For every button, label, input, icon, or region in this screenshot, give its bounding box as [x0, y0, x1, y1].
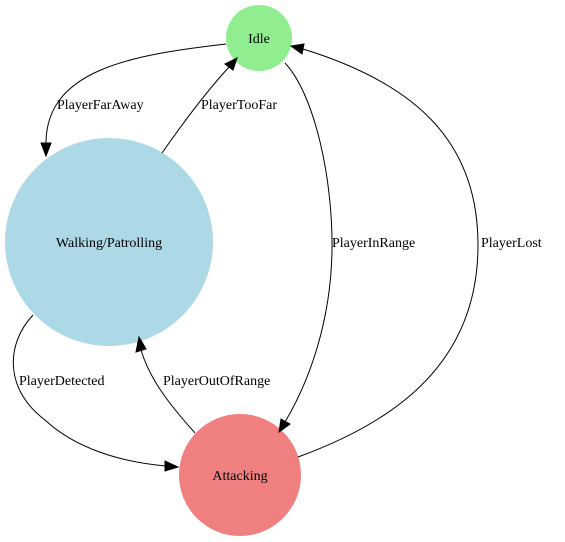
arrowhead-player-too-far	[224, 57, 238, 71]
edge-player-detected	[12, 314, 167, 467]
arrowhead-player-out-of-range	[135, 335, 147, 353]
edge-player-too-far	[161, 66, 230, 154]
state-attacking-node	[179, 414, 301, 536]
state-idle: Idle	[226, 5, 292, 71]
transition-player-detected: PlayerDetected	[12, 314, 180, 472]
state-walking-label: Walking/Patrolling	[56, 236, 162, 251]
edge-label-player-out-of-range: PlayerOutOfRange	[163, 374, 270, 389]
edge-label-player-detected: PlayerDetected	[19, 374, 105, 389]
edge-player-in-range	[284, 62, 333, 423]
state-attacking-label: Attacking	[212, 469, 267, 484]
transition-player-in-range: PlayerInRange	[278, 62, 415, 434]
state-walking-patrolling: Walking/Patrolling	[5, 138, 213, 346]
transition-player-out-of-range: PlayerOutOfRange	[135, 335, 270, 434]
edge-player-out-of-range	[140, 349, 196, 434]
state-walking-node	[5, 138, 213, 346]
state-attacking: Attacking	[179, 414, 301, 536]
edge-player-far-away	[45, 43, 227, 146]
edge-label-player-in-range: PlayerInRange	[332, 236, 415, 251]
transition-player-far-away: PlayerFarAway	[40, 43, 227, 158]
edge-label-player-too-far: PlayerTooFar	[201, 98, 277, 113]
arrowhead-player-in-range	[278, 418, 291, 434]
state-idle-label: Idle	[248, 32, 270, 47]
state-idle-node	[226, 5, 292, 71]
edge-player-lost	[297, 48, 479, 458]
edge-label-player-far-away: PlayerFarAway	[57, 98, 144, 113]
arrowhead-player-detected	[164, 460, 180, 472]
arrowhead-player-far-away	[40, 142, 52, 158]
transition-player-too-far: PlayerTooFar	[161, 57, 277, 154]
arrowhead-player-lost	[289, 43, 305, 55]
transition-player-lost: PlayerLost	[289, 43, 542, 458]
edge-label-player-lost: PlayerLost	[481, 236, 542, 251]
